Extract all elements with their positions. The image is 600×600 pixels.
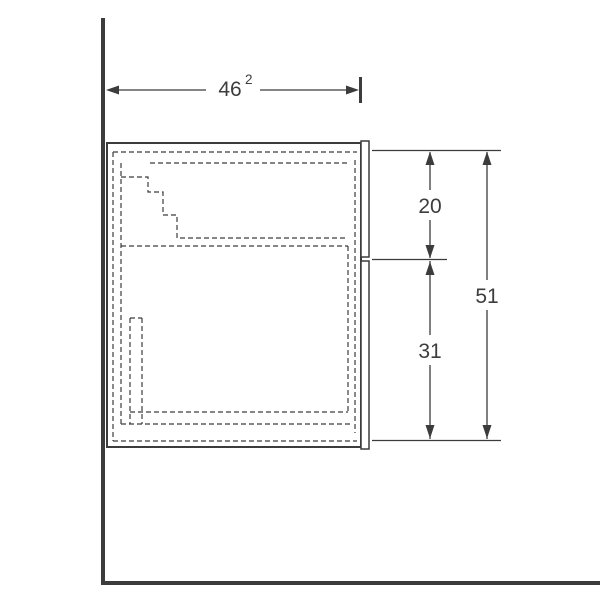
- cabinet-outline: [106, 140, 370, 450]
- extension-lines: [372, 149, 501, 442]
- dimension-width: [106, 74, 362, 103]
- arrow-up: [482, 151, 492, 165]
- width-label: 46: [218, 78, 241, 101]
- linework: [101, 18, 600, 585]
- arrow-down: [425, 245, 435, 259]
- dashed-step-profile: [121, 176, 348, 239]
- label-mask: [471, 280, 503, 310]
- arrowheads-51: [482, 151, 492, 439]
- upper-height-label: 20: [418, 195, 441, 218]
- drawer-front-lower: [360, 260, 370, 450]
- arrowheads-width: [106, 85, 359, 95]
- label-mask: [414, 335, 446, 365]
- arrowheads-31: [425, 261, 435, 439]
- arrow-down: [482, 425, 492, 439]
- dimension-total-height: [471, 151, 503, 439]
- drawer-front-upper: [360, 140, 370, 258]
- arrow-down: [425, 425, 435, 439]
- arrowheads-20: [425, 151, 435, 259]
- dimension-upper-height: [414, 151, 446, 259]
- arrow-up: [425, 151, 435, 165]
- arrow-left: [106, 85, 119, 95]
- label-mask: [414, 190, 446, 220]
- total-height-label: 51: [475, 285, 498, 308]
- arrow-up: [425, 261, 435, 275]
- lower-height-label: 31: [418, 340, 441, 363]
- label-mask: [206, 74, 260, 100]
- internal-dashed-lines: [112, 151, 357, 442]
- dimension-labels: 46 2 20 31 51: [218, 72, 498, 363]
- cabinet-body: [106, 142, 362, 448]
- width-label-superscript: 2: [245, 72, 253, 87]
- arrow-right: [346, 85, 359, 95]
- dimension-lower-height: [414, 261, 446, 439]
